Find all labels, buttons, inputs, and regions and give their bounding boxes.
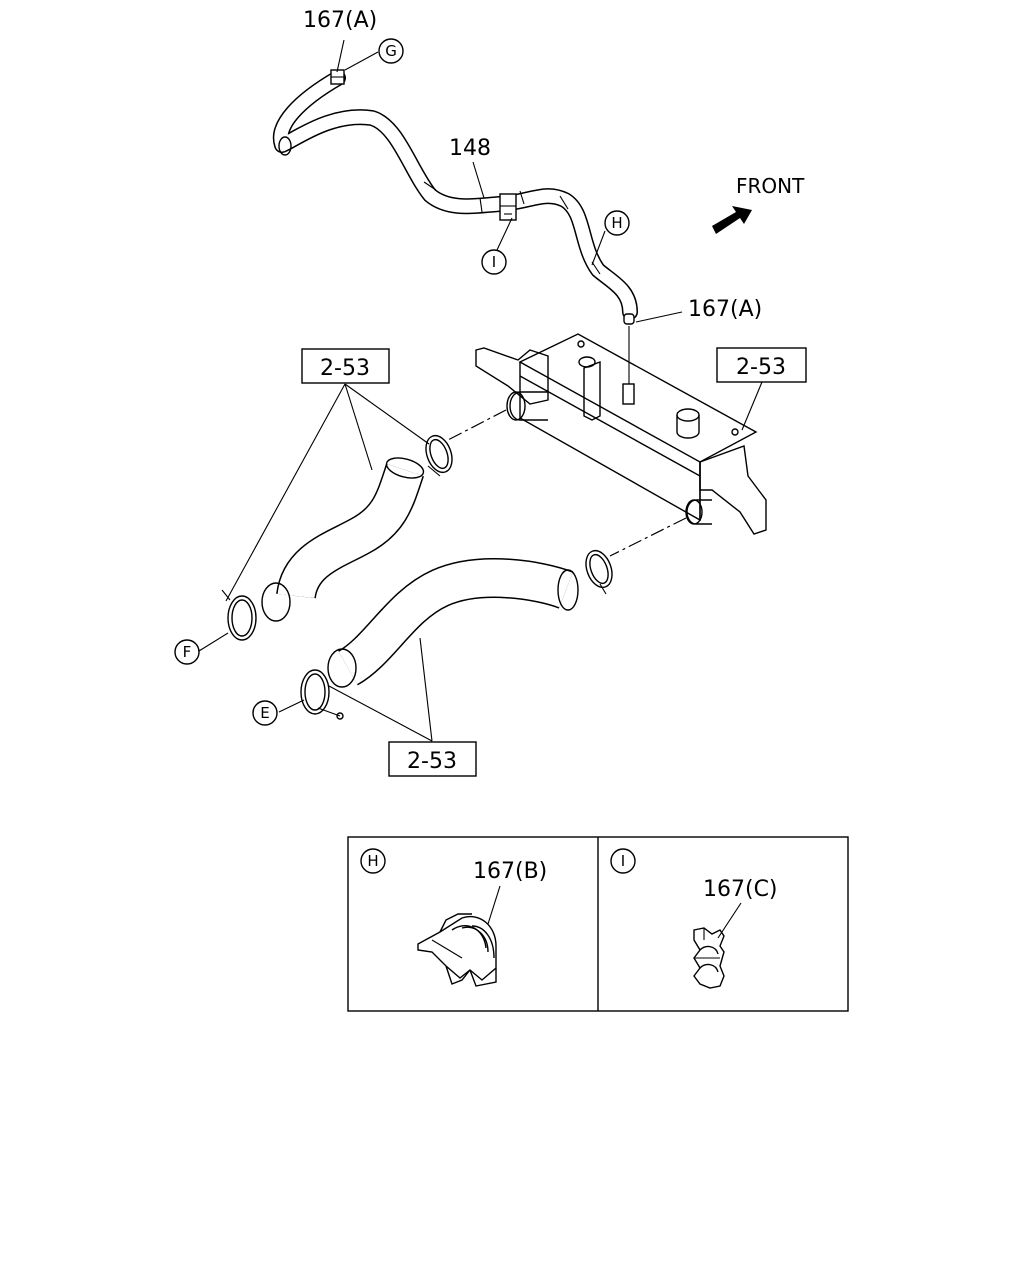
label-167a-right: 167(A)	[688, 297, 762, 322]
callout-e: E	[252, 700, 278, 726]
leader-lines	[198, 39, 763, 742]
detail-i: I 167(C)	[610, 848, 778, 989]
label-167a-top: 167(A)	[303, 8, 377, 33]
svg-text:2-53: 2-53	[736, 355, 786, 380]
front-label: FRONT	[736, 174, 805, 198]
callout-h: H	[604, 210, 630, 236]
svg-text:G: G	[385, 42, 397, 60]
front-arrow-icon	[712, 206, 752, 234]
svg-text:E: E	[260, 704, 269, 722]
intercooler	[475, 333, 767, 535]
callout-g: G	[378, 38, 404, 64]
svg-text:H: H	[367, 852, 378, 870]
detail-i-part-label: 167(C)	[703, 877, 778, 902]
svg-text:2-53: 2-53	[407, 749, 457, 774]
centerline-upper	[447, 409, 507, 441]
svg-text:I: I	[492, 253, 496, 271]
svg-text:H: H	[611, 214, 622, 232]
detail-panel	[347, 836, 849, 1012]
ref-box-253-upper-right: 2-53	[716, 347, 807, 383]
ref-box-253-upper-left: 2-53	[301, 348, 390, 384]
clamp-lower-right	[585, 549, 613, 595]
clip-167a-right	[623, 313, 635, 386]
clamp-upper-left-f	[221, 589, 257, 641]
clamp-upper-right	[425, 434, 453, 477]
detail-h-part-label: 167(B)	[473, 859, 547, 884]
callout-f: F	[174, 639, 200, 665]
centerline-lower	[609, 517, 687, 557]
clip-167c-drawing	[693, 927, 725, 989]
label-148: 148	[449, 136, 491, 161]
clip-167b-drawing	[417, 913, 497, 987]
clip-167c	[499, 193, 517, 221]
svg-text:I: I	[621, 852, 625, 870]
detail-h: H 167(B)	[360, 848, 547, 987]
upper-intercooler-hose	[261, 457, 425, 622]
hose-148	[272, 70, 638, 320]
clamp-lower-left-e	[300, 669, 344, 720]
svg-text:F: F	[183, 643, 192, 661]
ref-box-253-lower: 2-53	[388, 741, 477, 777]
lower-intercooler-hose	[327, 558, 579, 688]
callout-i: I	[481, 249, 507, 275]
svg-text:2-53: 2-53	[320, 356, 370, 381]
